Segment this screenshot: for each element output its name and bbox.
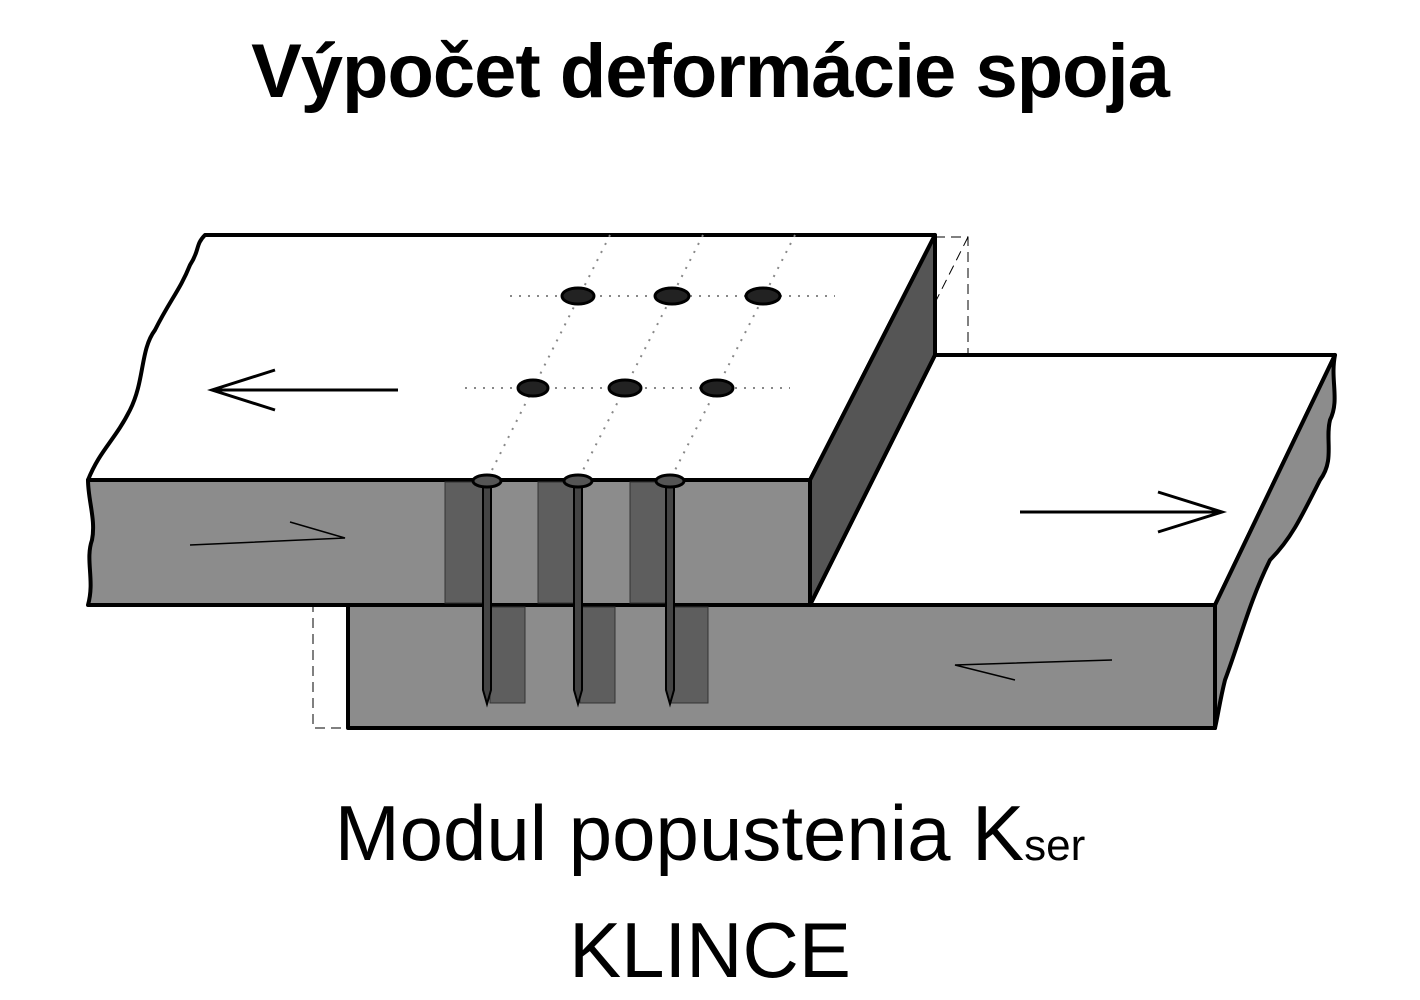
upper-board [86, 233, 937, 607]
upper-board-side [808, 233, 937, 607]
shear-arrows [189, 521, 1113, 681]
nail-holes [516, 286, 782, 398]
nails [471, 473, 686, 708]
lower-board-side [1213, 353, 1337, 730]
force-arrow-left [207, 368, 398, 412]
force-arrow-right [1020, 490, 1228, 534]
subtitle: Modul popustenia Kser [0, 788, 1420, 879]
nail-zones [444, 481, 709, 704]
nail [562, 473, 594, 708]
fastener-type: KLINCE [569, 906, 851, 994]
nail [654, 473, 686, 708]
lower-board-front [346, 603, 1217, 730]
upper-board-top [86, 233, 937, 482]
lower-board [346, 353, 1337, 730]
subtitle-main: Modul popustenia K [334, 789, 1025, 877]
subtitle-subscript: ser [1024, 821, 1086, 870]
diagram-title: Výpočet deformácie spoja [251, 29, 1170, 114]
nail [471, 473, 503, 708]
